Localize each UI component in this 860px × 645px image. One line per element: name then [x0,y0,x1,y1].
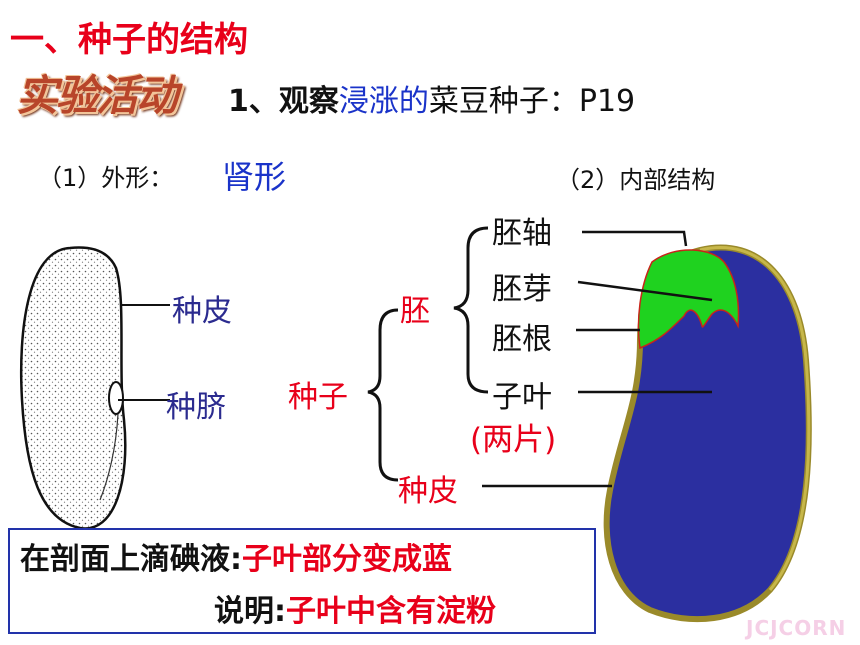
conclusion-box [8,528,596,634]
conclusion-line-1: 在剖面上滴碘液:子叶部分变成蓝 [20,534,452,578]
activity-badge: 实验活动 [16,71,178,120]
watermark: JCJCORN [746,616,847,640]
external-value: 肾形 [222,158,287,196]
conclusion-line-2: 说明:子叶中含有淀粉 [214,586,496,630]
label-seed-coat-left: 种皮 [172,294,232,329]
internal-pointers [482,230,713,488]
label-seed-root: 种子 [288,380,348,415]
activity-suffix: 菜豆种子：P19 [428,84,636,119]
label-plumule: 胚芽 [492,272,552,307]
label-cotyledon: 子叶 [492,380,552,415]
page-title: 一、种子的结构 [10,20,248,60]
activity-line: 1、观察浸涨的菜豆种子：P19 [228,76,635,120]
conclusion-line-2-result: 子叶中含有淀粉 [286,594,496,629]
activity-prefix: 1、观察 [228,84,339,119]
label-seed-coat: 种皮 [398,474,458,509]
conclusion-line-1-result: 子叶部分变成蓝 [242,542,452,577]
conclusion-line-2-prefix: 说明: [214,594,286,629]
bean-internal [603,244,812,623]
external-label: （1）外形： [38,164,174,192]
structure-braces [367,226,489,482]
label-cotyledon-note: (两片) [470,422,557,458]
activity-highlight: 浸涨的 [338,84,429,119]
label-hypocotyl: 胚轴 [492,216,552,251]
bean-external [19,246,127,530]
label-embryo: 胚 [400,294,430,329]
conclusion-line-1-prefix: 在剖面上滴碘液: [20,542,242,577]
embryo-green [637,249,740,350]
hilum-mark [108,381,124,415]
label-hilum: 种脐 [166,390,226,425]
label-radicle: 胚根 [492,322,552,357]
internal-label: （2）内部结构 [556,166,716,194]
